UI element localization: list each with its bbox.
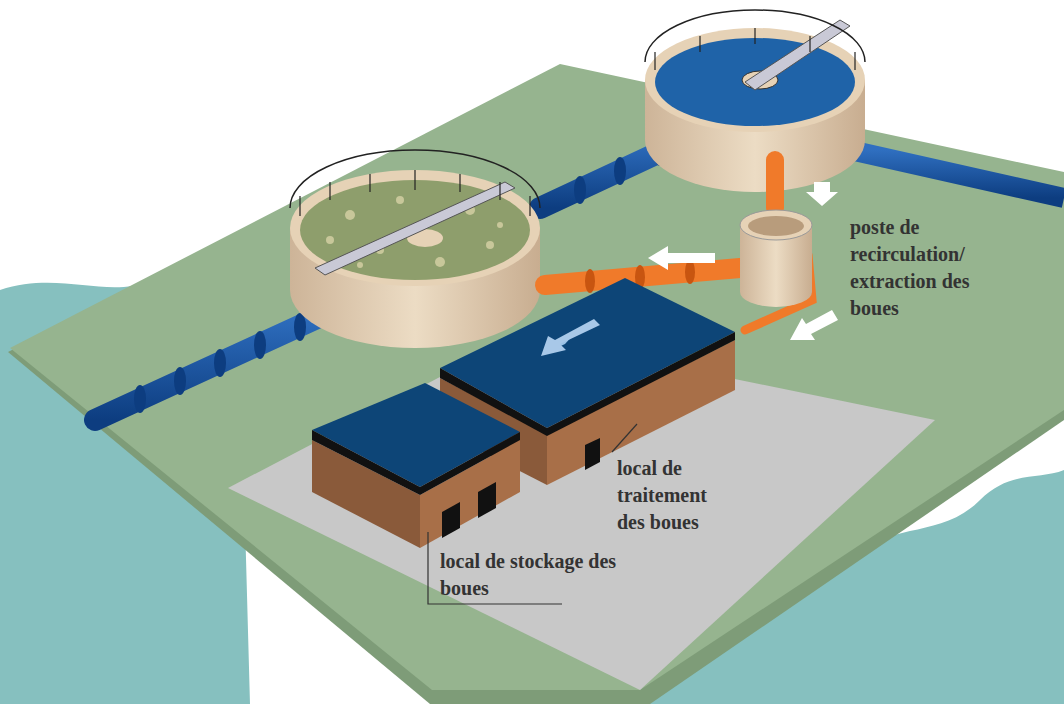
part-label: local de stockage des boues: [440, 548, 630, 602]
clarifier-tank: [645, 10, 865, 192]
plate: [10, 64, 1064, 690]
recirculation-station: [740, 210, 812, 307]
part-label: local de traitement des boues: [617, 455, 727, 536]
sludge-storage-building: [312, 383, 520, 548]
leader-line: [428, 424, 637, 604]
aeration-tank: [290, 150, 540, 348]
part-label: poste de recirculation/ extraction des b…: [850, 214, 1000, 322]
